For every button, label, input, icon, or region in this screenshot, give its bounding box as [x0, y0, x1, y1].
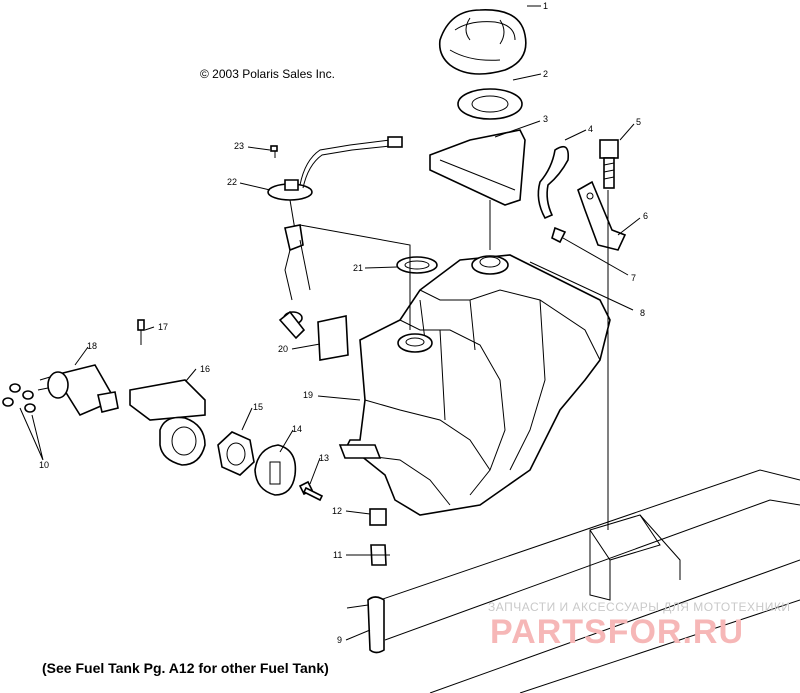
- bracket-fastener: [137, 319, 145, 345]
- callout-14: 14: [292, 424, 302, 434]
- callout-17: 17: [158, 322, 168, 332]
- mount-screw: [298, 480, 324, 502]
- callout-15: 15: [253, 402, 263, 412]
- callout-13: 13: [319, 453, 329, 463]
- callout-23: 23: [234, 141, 244, 151]
- pump-seal: [396, 256, 438, 274]
- vent-hose: [537, 145, 570, 220]
- footer-note: (See Fuel Tank Pg. A12 for other Fuel Ta…: [42, 660, 329, 676]
- hose-fittings: [2, 383, 36, 413]
- outlet-fitting: [367, 508, 390, 654]
- leader-lines: [19, 5, 641, 641]
- callout-numbers: 1 2 3 4 5 6 7 8 9 10 11 12 13 14 15 16 1…: [39, 1, 648, 645]
- mounting-bolt: [599, 139, 619, 189]
- callout-22: 22: [227, 177, 237, 187]
- frame-rails: [379, 469, 800, 693]
- callout-2: 2: [543, 69, 548, 79]
- cap-gasket: [457, 88, 523, 120]
- callout-8: 8: [640, 308, 645, 318]
- callout-11: 11: [333, 550, 342, 560]
- callout-7: 7: [631, 273, 636, 283]
- callout-10: 10: [39, 460, 49, 470]
- callout-4: 4: [588, 124, 593, 134]
- tank-pad: [429, 129, 526, 206]
- hose-clip: [551, 226, 567, 244]
- callout-1: 1: [543, 1, 548, 11]
- fuel-tank: [338, 254, 611, 516]
- callout-6: 6: [643, 211, 648, 221]
- fuel-cap: [438, 9, 527, 75]
- tank-bracket: [577, 180, 627, 251]
- fuel-pump: [37, 364, 119, 417]
- callout-12: 12: [332, 506, 342, 516]
- callout-21: 21: [353, 263, 363, 273]
- callout-19: 19: [303, 390, 313, 400]
- copyright-text: © 2003 Polaris Sales Inc.: [200, 67, 335, 81]
- pump-bracket: [129, 379, 206, 466]
- watermark-tagline: ЗАПЧАСТИ И АКСЕССУАРЫ ДЛЯ МОТОТЕХНИКИ: [488, 600, 790, 614]
- mount-grommet: [254, 444, 297, 496]
- warning-decal: [317, 315, 349, 361]
- callout-20: 20: [278, 344, 288, 354]
- callout-18: 18: [87, 341, 97, 351]
- callout-9: 9: [337, 635, 342, 645]
- callout-5: 5: [636, 117, 641, 127]
- watermark-brand: PARTSFOR.RU: [490, 613, 744, 651]
- callout-3: 3: [543, 114, 548, 124]
- hex-nut: [217, 431, 255, 476]
- callout-16: 16: [200, 364, 210, 374]
- fuel-sender: [267, 136, 403, 340]
